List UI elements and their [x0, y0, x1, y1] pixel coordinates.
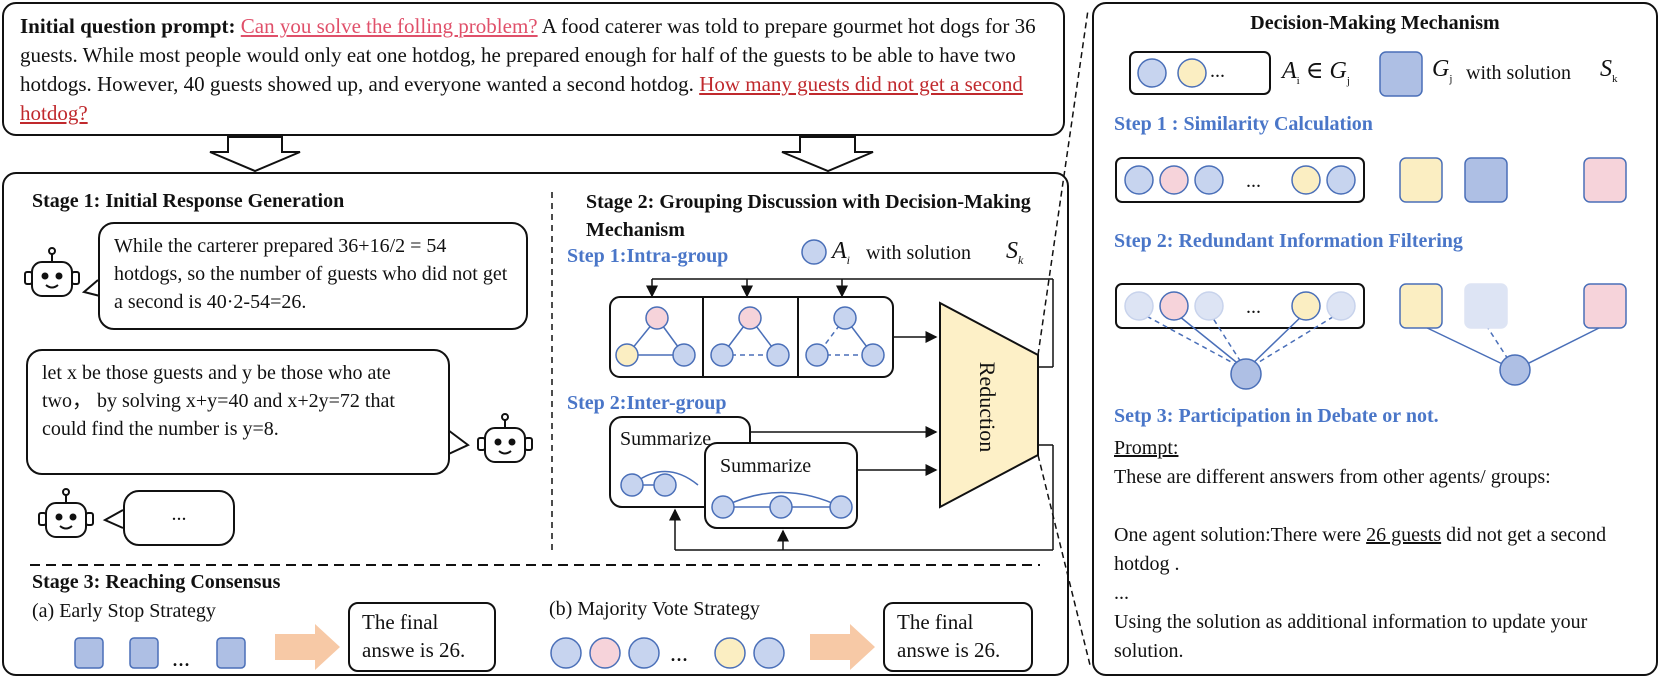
group-square	[1399, 157, 1443, 203]
zoom-line-top	[1037, 9, 1089, 356]
group-square	[1464, 157, 1508, 203]
agent-squares	[74, 637, 246, 669]
prompt-line-1: These are different answers from other a…	[1114, 466, 1551, 488]
prompt-body: A food caterer was told to prepare gourm…	[20, 14, 1036, 96]
early-stop-label: (a) Early Stop Strategy	[32, 600, 216, 622]
response-bubble-2: let x be those guests and y be those who…	[26, 349, 450, 475]
circles-ellipsis: ...	[670, 641, 688, 667]
reduction-block	[939, 301, 1039, 509]
feedback-lines	[646, 278, 1054, 368]
final-answer-b: The final answe is 26.	[883, 602, 1033, 672]
final-answer-a: The final answe is 26.	[348, 602, 496, 672]
summary-graph	[711, 491, 853, 519]
orange-arrow	[275, 624, 340, 670]
agent-circle	[801, 239, 827, 265]
bubble-tail	[81, 279, 101, 297]
summarize-label-2: Summarize	[720, 455, 812, 477]
group-square	[1583, 157, 1627, 203]
group-square	[1399, 283, 1443, 329]
agent-circles	[550, 637, 785, 669]
stage2-step1: Step 1:Intra-group	[567, 245, 729, 267]
summary-graph	[620, 470, 699, 497]
group-graph	[805, 306, 885, 367]
group-square-faded	[1464, 283, 1508, 329]
solution-symbol: Sk	[1006, 238, 1024, 267]
robot-icon	[24, 247, 80, 297]
group-graph	[615, 306, 696, 367]
stage2-title: Stage 2: Grouping Discussion with Decisi…	[586, 191, 1031, 241]
stage3-title: Stage 3: Reaching Consensus	[32, 571, 281, 593]
group-square	[1379, 51, 1423, 97]
dmm-step2: Step 2: Redundant Information Filtering	[1114, 230, 1463, 252]
prompt-line-2: One agent solution:There were 26 guests …	[1114, 524, 1607, 575]
dmm-step1: Step 1 : Similarity Calculation	[1114, 113, 1373, 135]
group-graph	[710, 306, 790, 367]
inter-feedback-lines	[669, 444, 1054, 551]
squares-ellipsis: ...	[172, 646, 190, 672]
dmm-step3: Setp 3: Participation in Debate or not.	[1114, 405, 1439, 427]
question-prompt-box: Initial question prompt: Can you solve t…	[2, 2, 1065, 136]
legend-ellipsis: ...	[1210, 60, 1225, 82]
dmm-title: Decision-Making Mechanism	[1250, 12, 1500, 34]
bubble-tail	[102, 509, 124, 529]
summarize-label-1: Summarize	[620, 428, 712, 450]
merged-agent	[1499, 354, 1531, 386]
response-bubble-3: ...	[123, 490, 235, 546]
stage2-step2: Step 2:Inter-group	[567, 392, 727, 414]
down-arrow-left	[209, 136, 301, 173]
membership-formula: Ai ∈ Gj	[1282, 58, 1350, 87]
prompt-label: Initial question prompt:	[20, 14, 236, 38]
prompt-question-2: How many guests did not get a second hot…	[20, 72, 1023, 125]
reduction-label: Reduction	[975, 361, 1000, 453]
prompt-question-1: Can you solve the folling problem?	[240, 14, 538, 38]
majority-vote-label: (b) Majority Vote Strategy	[549, 598, 760, 620]
zoom-line-bottom	[1037, 454, 1091, 666]
decision-making-panel	[1092, 2, 1658, 676]
prompt-line-3: ...	[1114, 582, 1129, 604]
legend-with-solution: with solution	[1466, 62, 1572, 84]
solution-symbol: Sk	[1600, 56, 1618, 85]
robot-icon	[38, 488, 94, 538]
prompt-line-4: Using the solution as additional informa…	[1114, 611, 1588, 662]
robot-icon	[477, 413, 533, 463]
agents-ellipsis: ...	[1246, 170, 1261, 192]
stage1-title: Stage 1: Initial Response Generation	[32, 190, 345, 212]
agent-symbol: Ai	[832, 238, 851, 267]
merged-agent	[1230, 358, 1262, 390]
group-square	[1583, 283, 1627, 329]
group-symbol: Gj	[1432, 56, 1453, 85]
down-arrow-right	[781, 136, 874, 173]
prompt-label: Prompt:	[1114, 437, 1179, 459]
legend-with-solution: with solution	[866, 242, 972, 264]
orange-arrow	[810, 624, 875, 670]
response-bubble-1: While the carterer prepared 36+16/2 = 54…	[98, 222, 528, 330]
agents-ellipsis: ...	[1246, 296, 1261, 318]
